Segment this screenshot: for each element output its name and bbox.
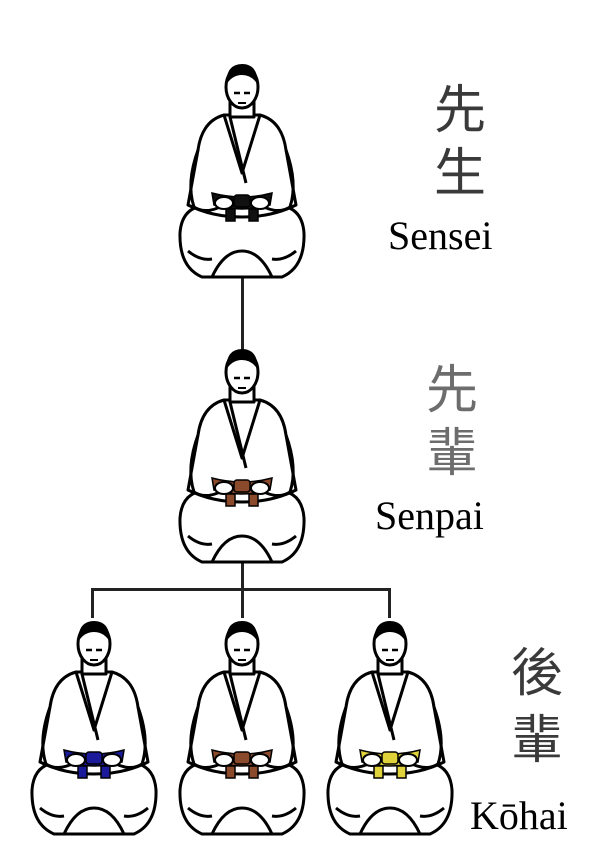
sensei-kanji-2: 生 [420,145,500,203]
kohai-figure-2-drawing [172,612,312,842]
kohai-figure-1-drawing [24,612,164,842]
kohai-figure-3 [320,612,460,842]
kohai-kanji-2: 輩 [497,712,577,770]
kohai-figure-3-drawing [320,612,460,842]
kohai-kanji-1: 後 [497,645,577,703]
senpai-figure [172,340,312,570]
senpai-kanji-1: 先 [412,362,492,420]
kohai-figure-1 [24,612,164,842]
kohai-figure-2 [172,612,312,842]
senpai-label: Senpai [375,492,484,539]
sensei-figure-drawing [172,55,312,285]
kohai-label: Kōhai [470,792,568,839]
sensei-kanji-1: 先 [420,82,500,140]
senpai-figure-drawing [172,340,312,570]
senpai-kanji-2: 輩 [412,425,492,483]
sensei-figure [172,55,312,285]
sensei-label: Sensei [388,212,492,259]
